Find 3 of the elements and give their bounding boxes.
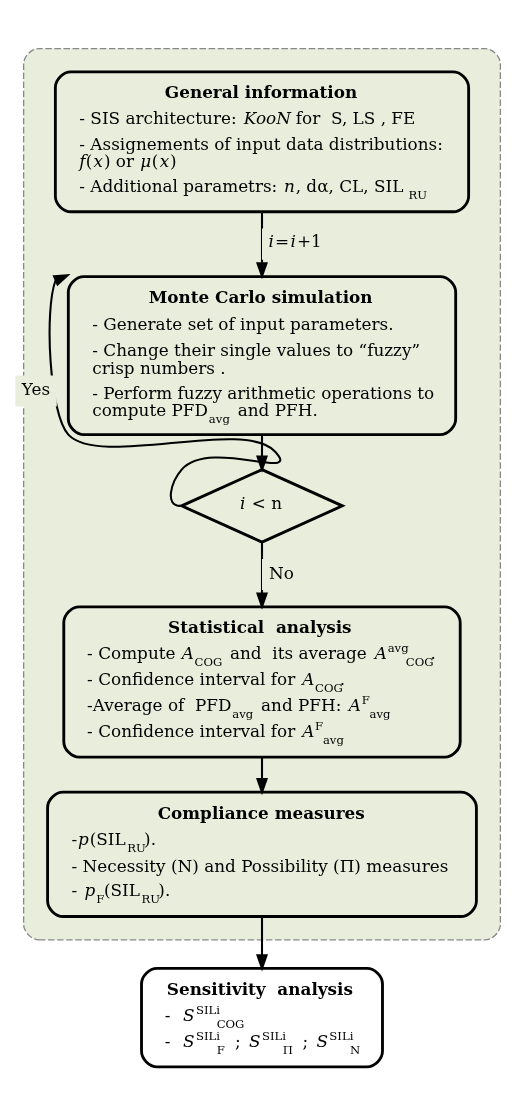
- edge-label: i=i+1: [268, 231, 322, 252]
- edge-label: No: [269, 562, 294, 583]
- edge-label: Yes: [21, 379, 51, 400]
